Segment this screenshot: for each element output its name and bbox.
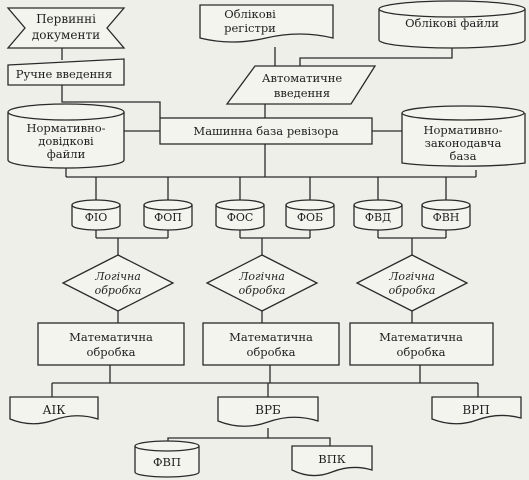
logical-processing-1-line1: Логічна	[94, 270, 141, 283]
normative-legislative-base-node: Нормативно- законодавча база	[401, 105, 526, 167]
accounting-files-node: Облікові файли	[378, 0, 526, 49]
primary-documents-node: Первинні документи	[6, 7, 126, 49]
logical-processing-2: Логічна обробка	[205, 254, 319, 312]
auto-input-label-line2: введення	[274, 86, 330, 100]
math-processing-3: Математична обробка	[349, 322, 494, 366]
storage-fio-label: ФІО	[85, 211, 108, 224]
output-vrb-label: ВРБ	[255, 403, 281, 417]
accounting-registers-label-line2: регістри	[224, 21, 276, 35]
primary-documents-label-line2: документи	[32, 28, 100, 42]
logical-processing-2-line2: обробка	[239, 284, 286, 297]
normative-legislative-label-line3: база	[450, 149, 477, 163]
storage-fvp: ФВП	[134, 440, 200, 478]
output-aik-label: АІК	[42, 403, 66, 417]
manual-input-label: Ручне введення	[16, 67, 112, 81]
storage-fob-label: ФОБ	[297, 211, 323, 224]
output-vrp-label: ВРП	[462, 403, 489, 417]
output-vrp: ВРП	[431, 396, 522, 425]
output-vrb: ВРБ	[217, 396, 319, 427]
storage-fob: ФОБ	[285, 199, 335, 231]
auditor-machine-base-label: Машинна база ревізора	[193, 124, 338, 138]
output-aik: АІК	[9, 396, 99, 425]
math-processing-1-line1: Математична	[69, 330, 153, 344]
normative-legislative-label-line1: Нормативно-	[423, 123, 502, 137]
math-processing-1-line2: обробка	[86, 345, 135, 359]
logical-processing-2-line1: Логічна	[238, 270, 285, 283]
normative-reference-label-line1: Нормативно-	[26, 121, 105, 135]
accounting-registers-label-line1: Облікові	[224, 7, 276, 21]
auto-input-label-line1: Автоматичне	[262, 71, 343, 85]
math-processing-2: Математична обробка	[202, 322, 340, 366]
logical-processing-1-line2: обробка	[95, 284, 142, 297]
logical-processing-1: Логічна обробка	[61, 254, 175, 312]
storage-fop-label: ФОП	[154, 211, 182, 224]
math-processing-3-line2: обробка	[396, 345, 445, 359]
logical-processing-3-line1: Логічна	[388, 270, 435, 283]
primary-documents-label-line1: Первинні	[36, 12, 96, 26]
document-vpk-label: ВПК	[318, 452, 345, 466]
storage-fop: ФОП	[143, 199, 193, 231]
storage-fvd-label: ФВД	[365, 211, 391, 224]
accounting-registers-node: Облікові регістри	[199, 4, 334, 43]
normative-reference-label-line3: файли	[47, 147, 86, 161]
math-processing-1: Математична обробка	[37, 322, 185, 366]
storage-fio: ФІО	[71, 199, 121, 231]
storage-fos: ФОС	[215, 199, 265, 231]
connector-lines	[51, 47, 479, 446]
storage-fos-label: ФОС	[227, 211, 254, 224]
normative-reference-label-line2: довідкові	[38, 134, 94, 148]
storage-fvn-label: ФВН	[433, 211, 460, 224]
auto-input-node: Автоматичне введення	[225, 65, 377, 105]
normative-legislative-label-line2: законодавча	[425, 136, 502, 150]
auditor-machine-base-node: Машинна база ревізора	[159, 117, 373, 145]
logical-processing-3: Логічна обробка	[355, 254, 469, 312]
math-processing-2-line2: обробка	[246, 345, 295, 359]
logical-processing-3-line2: обробка	[389, 284, 436, 297]
normative-reference-files-node: Нормативно- довідкові файли	[7, 103, 125, 169]
math-processing-3-line1: Математична	[379, 330, 463, 344]
math-processing-2-line1: Математична	[229, 330, 313, 344]
accounting-files-label: Облікові файли	[405, 16, 499, 30]
storage-fvn: ФВН	[421, 199, 471, 231]
storage-fvd: ФВД	[353, 199, 403, 231]
manual-input-node: Ручне введення	[7, 58, 125, 86]
storage-fvp-label: ФВП	[153, 455, 181, 469]
document-vpk: ВПК	[291, 445, 373, 477]
